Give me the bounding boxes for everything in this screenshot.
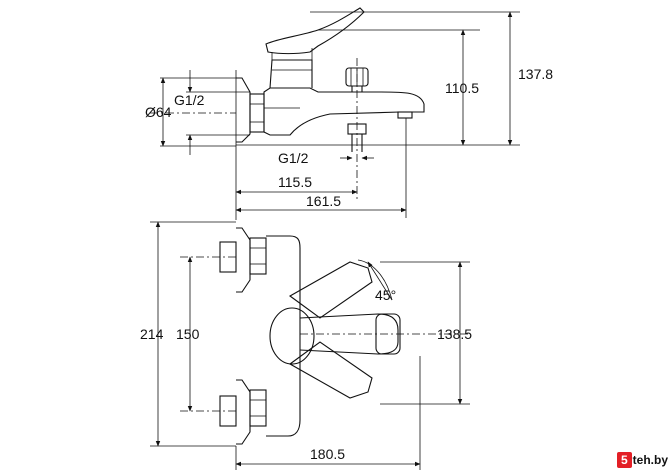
front-escutcheon-top: [236, 227, 251, 293]
dim-label-138-5: 138.5: [437, 326, 472, 342]
watermark-site: teh.by: [632, 453, 668, 467]
front-escutcheon-bottom: [236, 379, 251, 445]
dim-label-137-8: 137.8: [518, 66, 553, 82]
front-spout: [299, 313, 399, 355]
dim-label-214: 214: [140, 326, 164, 342]
side-view: [150, 7, 520, 220]
watermark-logo: 5 teh.by: [616, 451, 668, 469]
front-cartridge-cap: [269, 307, 315, 365]
front-view: [180, 227, 470, 445]
side-aerator: [397, 111, 413, 119]
side-mixer-body: [263, 87, 425, 136]
dim-label-161-5: 161.5: [306, 193, 341, 209]
dim-label-150: 150: [176, 326, 200, 342]
side-dimensions: 137.8 110.5 Ø64 G1/2 G1/2 115.5 161.5: [145, 11, 553, 218]
dim-label-45deg: 45°: [375, 287, 396, 303]
dim-label-g12-side: G1/2: [174, 92, 205, 108]
watermark-brand: 5: [616, 452, 632, 468]
front-nut-top: [249, 237, 267, 275]
dim-label-d64: Ø64: [145, 104, 172, 120]
dim-label-110-5: 110.5: [445, 80, 479, 96]
side-connection-nut: [249, 93, 265, 133]
side-lever-handle: [265, 7, 365, 55]
side-escutcheon: [236, 77, 251, 143]
dim-label-g12-bottom: G1/2: [278, 150, 309, 166]
side-cartridge-housing: [269, 59, 313, 89]
dim-label-180-5: 180.5: [310, 446, 345, 462]
front-dimensions: 214 150 138.5 45° 180.5: [140, 221, 472, 470]
dim-label-115-5: 115.5: [278, 174, 312, 190]
front-lever-upper: [288, 261, 373, 319]
front-lever-lower: [288, 341, 373, 399]
front-mixer-body: [266, 235, 301, 437]
front-nut-bottom: [249, 389, 267, 427]
